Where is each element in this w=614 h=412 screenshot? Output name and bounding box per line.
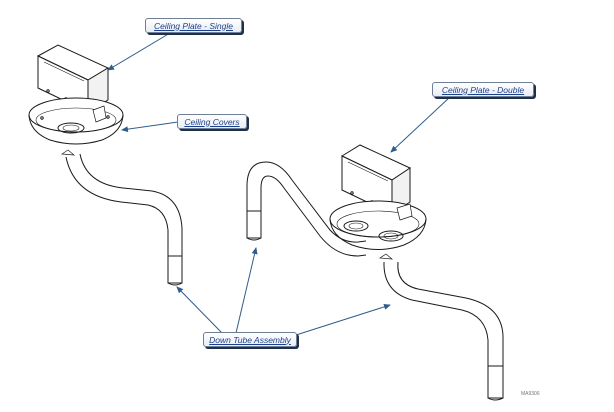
- arrow-ceiling-plate-double: [390, 96, 451, 153]
- callout-down-tube-assembly[interactable]: Down Tube Assembly: [203, 332, 297, 347]
- arrow-ceiling-plate-single: [107, 32, 171, 71]
- drawing-code: MA9306: [521, 391, 540, 397]
- arrow-down-tube-middle: [235, 247, 258, 334]
- down-tube-double: [378, 253, 504, 401]
- callout-ceiling-plate-single[interactable]: Ceiling Plate - Single: [145, 18, 242, 33]
- ceiling-cover-double: [329, 200, 427, 250]
- callout-ceiling-plate-double[interactable]: Ceiling Plate - Double: [432, 82, 534, 97]
- arrow-down-tube-right: [295, 303, 391, 336]
- arrow-down-tube-left: [176, 286, 223, 334]
- ceiling-cover-single: [28, 97, 124, 145]
- arrow-ceiling-covers: [121, 121, 179, 133]
- down-tube-middle: [246, 161, 367, 257]
- leader-arrows: [107, 32, 451, 336]
- down-tube-single: [60, 149, 183, 286]
- callout-ceiling-covers[interactable]: Ceiling Covers: [177, 114, 247, 129]
